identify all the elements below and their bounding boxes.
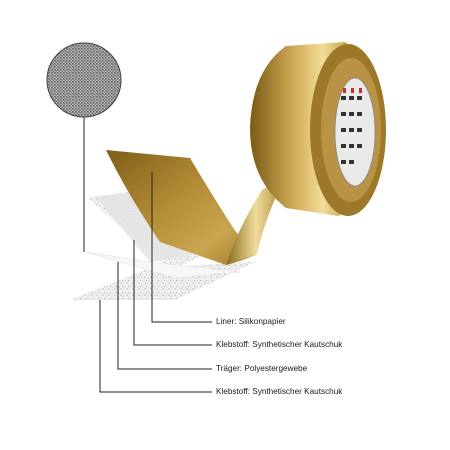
leader-line-1 xyxy=(151,172,212,323)
fabric-weave-zoom-icon xyxy=(46,42,122,118)
leader-line-4 xyxy=(99,300,212,393)
leader-line-2 xyxy=(133,240,212,346)
label-carrier: Träger: Polyestergewebe xyxy=(216,364,308,373)
label-liner: Liner: Silikonpapier xyxy=(216,317,286,326)
leader-lines xyxy=(83,117,212,393)
label-adhesive-top: Klebstoff: Synthetischer Kautschuk xyxy=(216,340,343,349)
leader-line-3 xyxy=(117,262,212,370)
tape-strip xyxy=(106,150,257,265)
tape-roll-core xyxy=(334,77,376,187)
liner-layer xyxy=(85,251,241,279)
label-adhesive-bottom: Klebstoff: Synthetischer Kautschuk xyxy=(216,387,343,396)
tape-curl xyxy=(226,176,286,265)
